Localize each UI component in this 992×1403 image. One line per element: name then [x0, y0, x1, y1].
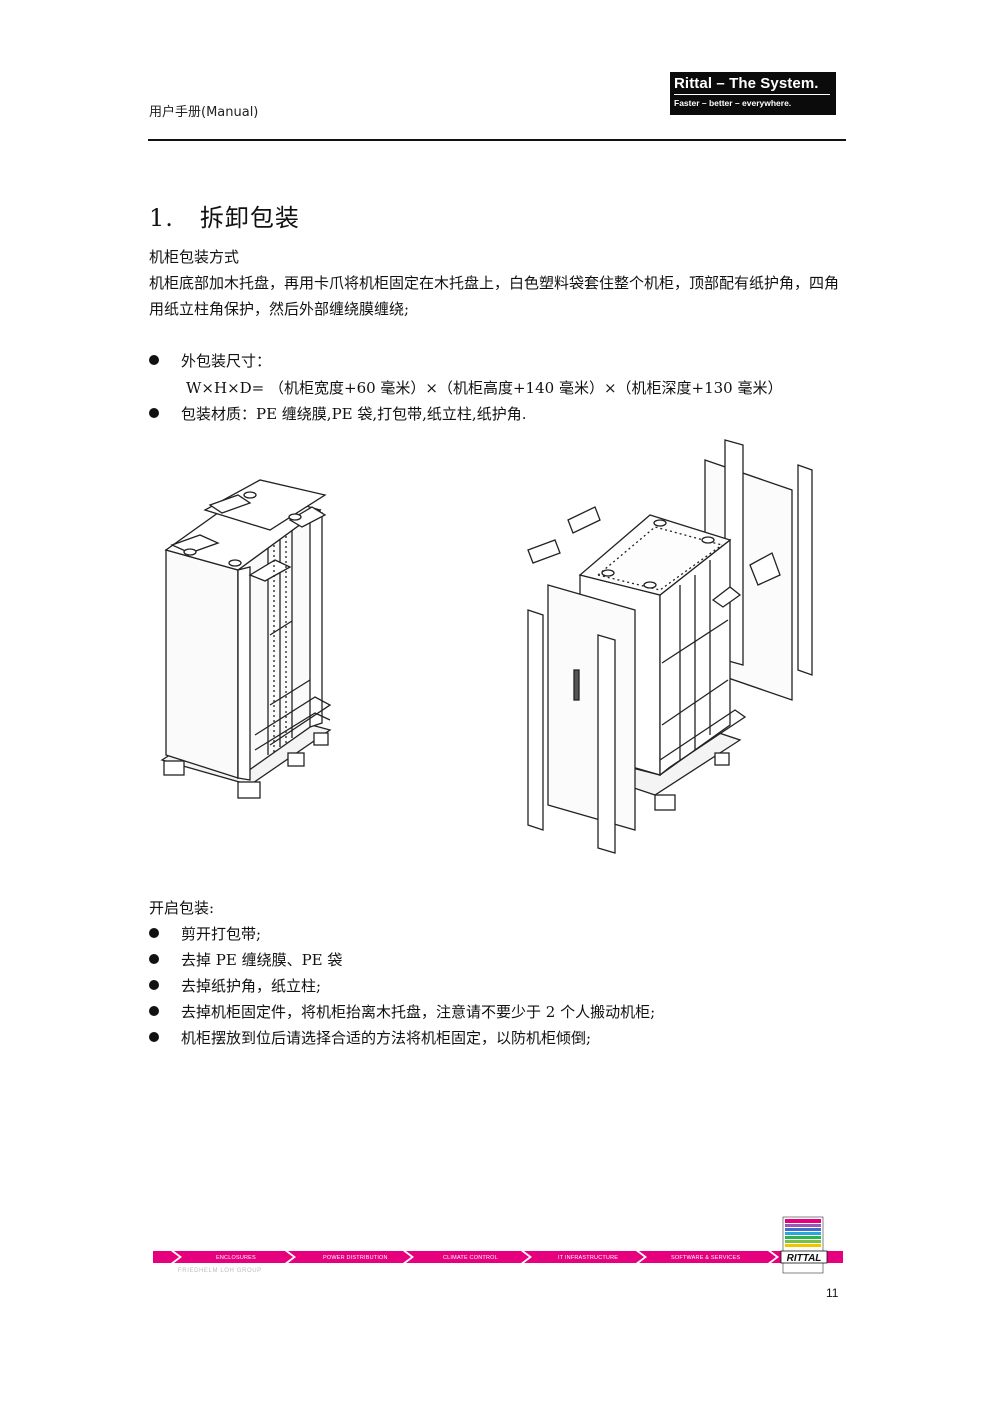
bullet-dot	[149, 1006, 159, 1016]
band-chevron	[768, 1251, 779, 1263]
step-text: 机柜摆放到位后请选择合适的方法将机柜固定，以防机柜倾倒;	[181, 1029, 592, 1047]
band-chevron	[403, 1251, 414, 1263]
step-text: 剪开打包带;	[181, 925, 262, 943]
packaging-illustration	[160, 439, 813, 854]
bullet-dot	[149, 408, 159, 418]
logo-title: Rittal – The System.	[674, 75, 819, 92]
segment-climate-control: CLIMATE CONTROL	[443, 1255, 498, 1261]
bullet-label: 外包装尺寸：	[181, 352, 272, 370]
packaging-description: 机柜底部加木托盘，再用卡爪将机柜固定在木托盘上，白色塑料袋套住整个机柜，顶部配有…	[149, 274, 840, 318]
bullet-dot	[149, 980, 159, 990]
band-chevron	[171, 1251, 182, 1263]
outer-dimensions-formula: W×H×D= （机柜宽度+60 毫米）×（机柜高度+140 毫米）×（机柜深度+…	[186, 379, 783, 397]
logo-slogan: Faster – better – everywhere.	[674, 98, 792, 108]
bullet-outer-dimensions: 外包装尺寸：	[149, 348, 271, 374]
section-title: 1. 拆卸包装	[149, 198, 300, 233]
unpacking-step: 剪开打包带;	[149, 921, 261, 947]
bullet-dot	[149, 928, 159, 938]
bullet-dot	[149, 355, 159, 365]
unpacking-heading: 开启包装:	[149, 899, 215, 917]
bullet-dot	[149, 954, 159, 964]
segment-enclosures: ENCLOSURES	[216, 1255, 256, 1261]
unpacking-step: 机柜摆放到位后请选择合适的方法将机柜固定，以防机柜倾倒;	[149, 1025, 591, 1051]
rittal-logo: Rittal – The System. Faster – better – e…	[670, 72, 836, 115]
unpacking-step: 去掉纸护角，纸立柱;	[149, 973, 321, 999]
band-chevron	[521, 1251, 532, 1263]
step-text: 去掉 PE 缠绕膜、PE 袋	[181, 951, 343, 969]
bullet-dot	[149, 1032, 159, 1042]
segment-power-distribution: POWER DISTRIBUTION	[323, 1255, 388, 1261]
bullet-label: 包装材质：PE 缠绕膜,PE 袋,打包带,纸立柱,纸护角.	[181, 405, 527, 423]
bullet-materials: 包装材质：PE 缠绕膜,PE 袋,打包带,纸立柱,纸护角.	[149, 401, 526, 427]
section-title-text: 拆卸包装	[199, 204, 300, 232]
step-text: 去掉纸护角，纸立柱;	[181, 977, 322, 995]
group-label: FRIEDHELM LOH GROUP	[178, 1268, 262, 1274]
unpacking-step: 去掉机柜固定件，将机柜抬离木托盘，注意请不要少于 2 个人搬动机柜;	[149, 999, 655, 1025]
footer-band-bar	[153, 1251, 843, 1263]
manual-label: 用户手册(Manual)	[149, 105, 259, 120]
footer-product-band: ENCLOSURES POWER DISTRIBUTION CLIMATE CO…	[153, 1216, 843, 1274]
packaging-heading: 机柜包装方式	[149, 248, 240, 266]
section-number: 1.	[149, 204, 174, 232]
rittal-mark-icon: RITTAL	[780, 1216, 828, 1274]
page-number: 11	[826, 1286, 839, 1300]
header-divider	[148, 139, 846, 141]
packed-cabinet-drawing	[160, 479, 332, 799]
exploded-cabinet-drawing	[527, 439, 813, 854]
segment-it-infrastructure: IT INFRASTRUCTURE	[558, 1255, 618, 1261]
segment-software-services: SOFTWARE & SERVICES	[671, 1255, 740, 1261]
logo-rule	[674, 94, 830, 95]
step-text: 去掉机柜固定件，将机柜抬离木托盘，注意请不要少于 2 个人搬动机柜;	[181, 1003, 656, 1021]
band-chevron	[285, 1251, 296, 1263]
unpacking-step: 去掉 PE 缠绕膜、PE 袋	[149, 947, 342, 973]
rittal-brand-text: RITTAL	[787, 1253, 822, 1264]
band-chevron	[636, 1251, 647, 1263]
